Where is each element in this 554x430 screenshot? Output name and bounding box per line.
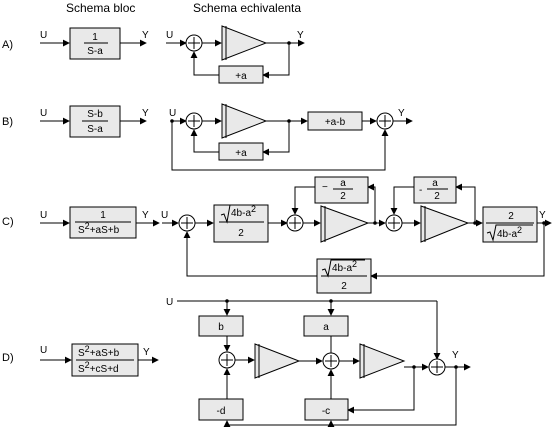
row-c-fb1-block	[314, 176, 369, 204]
row-c-label: C)	[2, 216, 14, 228]
row-a-eq-output-y: Y	[297, 30, 304, 41]
row-c-sqrt-den: 2	[238, 228, 244, 239]
row-d-amplifier-1	[254, 343, 301, 379]
row-c-fb3-num: 4b-a2	[332, 259, 357, 274]
row-c-tf-den-post: +aS+b	[90, 225, 120, 236]
row-d-eq-input-u: U	[166, 297, 173, 308]
row-a-eq-input-u: U	[166, 30, 173, 41]
row-c-amplifier-2	[420, 205, 470, 243]
row-c-tf-den-pre: S	[78, 225, 85, 236]
row-b-eq-output-y: Y	[398, 108, 405, 119]
row-c-eq-input-u: U	[161, 210, 168, 221]
row-c-fb1-minus: −	[322, 182, 328, 193]
row-c-output-y: Y	[142, 210, 149, 221]
row-c-out-sqrt-sign	[486, 224, 533, 242]
row-c-tf-num: 1	[100, 210, 106, 221]
row-d-md-block	[198, 398, 244, 421]
row-a-fb-label: +a	[235, 71, 247, 82]
row-a-fb-in	[262, 43, 290, 79]
row-d-a-label: a	[323, 322, 329, 333]
row-c-fb1-den: 2	[340, 191, 346, 202]
row-a-tf-den: S-a	[87, 46, 103, 57]
row-c-fb1-num: a	[340, 178, 346, 189]
row-d-tf-den-sq: 2	[85, 360, 90, 370]
row-c-amplifier-1	[320, 205, 370, 243]
row-c-fb3-in	[370, 223, 545, 280]
row-d-output-y: Y	[143, 347, 150, 358]
row-c-out-den-base: 4b-a	[497, 229, 517, 240]
row-d-mc-block	[304, 398, 349, 421]
row-c-tf-den-sq: 2	[85, 221, 90, 231]
row-a-input-u: U	[40, 30, 47, 41]
row-b-bypass	[171, 121, 389, 171]
row-c-eq-output-y: Y	[539, 210, 546, 221]
row-b-fb-in	[262, 121, 290, 156]
row-c: C) U 1 S2+aS+b Y U 4b-a2 2 − a 2	[2, 176, 552, 294]
row-b-tf-num: S-b	[87, 109, 103, 120]
row-d-b-label: b	[218, 322, 224, 333]
row-d-tf-den: S2+cS+d	[78, 360, 119, 375]
row-d-label: D)	[2, 352, 14, 364]
row-c-out-den-sq: 2	[517, 225, 522, 235]
row-c-fb2-num: a	[432, 178, 438, 189]
row-c-sqrt-num: 4b-a2	[231, 204, 256, 219]
row-d-fb-d-route	[223, 420, 331, 428]
row-b-fb-label: +a	[235, 148, 247, 159]
row-d: D) U S2+aS+b S2+cS+d Y U b a	[2, 297, 471, 428]
row-d-tf-den-pre: S	[78, 364, 85, 375]
row-c-input-u: U	[40, 210, 47, 221]
row-d-tf-den-post: +cS+d	[90, 364, 119, 375]
row-d-tf-num: S2+aS+b	[78, 344, 120, 359]
row-a-output-y: Y	[142, 30, 149, 41]
row-c-sqrt-num-base: 4b-a	[231, 208, 251, 219]
row-c-sqrt-num-sq: 2	[251, 204, 256, 214]
row-b-output-y: Y	[142, 108, 149, 119]
row-b-label: B)	[2, 116, 13, 128]
row-d-amplifier-2	[359, 343, 406, 379]
row-c-fb3-out	[183, 231, 317, 277]
row-c-fb2-block	[413, 176, 457, 204]
row-c-sqrt-block	[213, 204, 269, 243]
row-c-fb1-in	[367, 183, 376, 223]
row-a-fb-out	[190, 51, 219, 76]
row-b-fb-out	[190, 129, 219, 153]
row-c-out-den: 4b-a2	[497, 225, 522, 240]
header-schema-echivalenta: Schema echivalenta	[193, 1, 301, 15]
row-a-label: A)	[2, 39, 13, 51]
row-a: A) U 1 S-a Y U Y +a	[2, 25, 305, 84]
row-c-fb2-den: 2	[434, 191, 440, 202]
row-c-fb3-den: 2	[341, 281, 347, 292]
row-d-input-u: U	[40, 345, 47, 356]
row-c-fb2-in	[455, 183, 476, 223]
row-d-tf-num-sq: 2	[85, 344, 90, 354]
row-d-tf-num-pre: S	[78, 348, 85, 359]
row-c-tf-den: S2+aS+b	[78, 221, 120, 236]
row-a-tf-num: 1	[92, 32, 98, 43]
row-b-fwd-label: +a-b	[325, 117, 346, 128]
row-b-amplifier	[221, 103, 268, 139]
row-d-md-label: -d	[217, 406, 226, 417]
row-c-fb3-num-sq: 2	[352, 259, 357, 269]
row-c-out-num: 2	[508, 211, 514, 222]
header-schema-bloc: Schema bloc	[66, 1, 135, 15]
row-c-fb3-num-base: 4b-a	[332, 263, 352, 274]
row-d-a-block	[303, 315, 349, 337]
row-a-amplifier	[221, 25, 268, 61]
row-d-b-block	[198, 315, 244, 337]
row-c-fb2-minus: -	[419, 185, 422, 196]
row-b-tf-den: S-a	[87, 124, 103, 135]
row-b: B) U S-b S-a Y U +a-b Y +a	[2, 103, 413, 171]
row-b-eq-input-u: U	[169, 108, 176, 119]
row-d-mc-label: -c	[322, 406, 330, 417]
row-b-input-u: U	[40, 108, 47, 119]
row-d-eq-output-y: Y	[452, 350, 459, 361]
row-c-fb1-out	[291, 186, 315, 215]
row-d-fb-d-in	[327, 367, 457, 428]
row-c-fb2-out	[390, 186, 414, 215]
row-d-fb-c-in	[347, 367, 415, 414]
row-d-tf-num-post: +aS+b	[90, 348, 120, 359]
